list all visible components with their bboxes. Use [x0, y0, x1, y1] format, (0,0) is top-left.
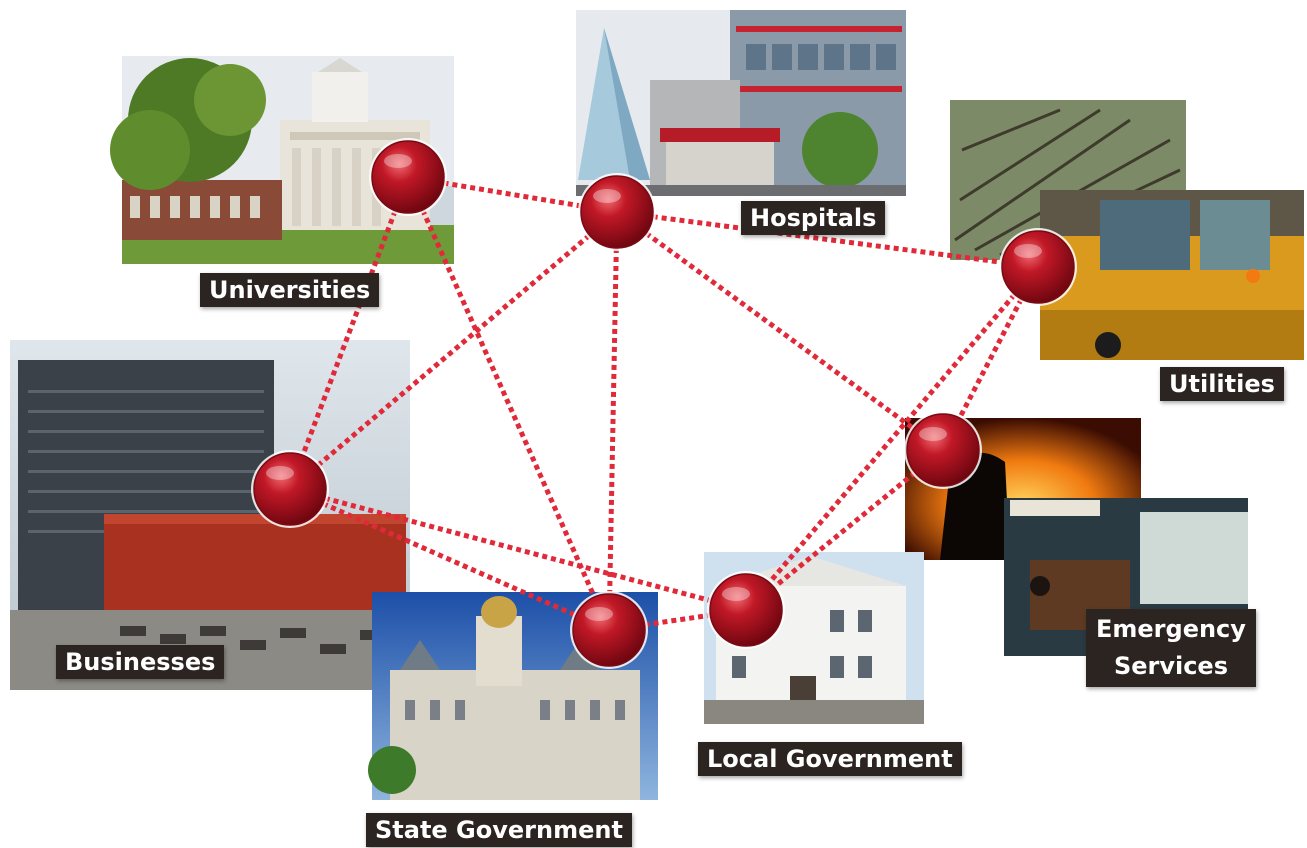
node-highlight: [266, 466, 294, 480]
node-state: [570, 591, 648, 669]
node-highlight: [585, 607, 613, 621]
node-universities: [369, 138, 447, 216]
label-emergency-services: Emergency Services: [1086, 609, 1256, 687]
hospitals-photo: [576, 10, 906, 196]
node-ball: [371, 140, 445, 214]
node-local: [707, 571, 785, 649]
link-emergency-local: [744, 448, 945, 612]
link-universities-state: [405, 175, 612, 632]
node-highlight: [384, 154, 412, 168]
link-businesses-state: [288, 486, 611, 633]
node-markers: [251, 138, 1077, 669]
node-ball: [709, 573, 783, 647]
node-ball: [253, 452, 327, 526]
node-businesses: [251, 450, 329, 528]
label-businesses: Businesses: [56, 645, 225, 679]
node-highlight: [593, 189, 621, 203]
node-ball: [906, 413, 980, 487]
label-utilities: Utilities: [1160, 367, 1284, 401]
link-universities-businesses: [287, 176, 411, 490]
node-highlight: [722, 587, 750, 601]
node-hospitals: [578, 173, 656, 251]
node-utilities: [999, 228, 1077, 306]
label-emergency-line1: Emergency: [1096, 615, 1246, 643]
link-utilities-local: [744, 265, 1040, 612]
utilities-photo: [950, 100, 1304, 360]
link-hospitals-utilities: [616, 209, 1039, 270]
label-state-government: State Government: [366, 813, 632, 847]
link-businesses-local: [289, 486, 747, 613]
node-emergency: [904, 411, 982, 489]
label-local-government: Local Government: [698, 742, 962, 776]
node-ball: [580, 175, 654, 249]
node-highlight: [919, 427, 947, 441]
link-hospitals-emergency: [615, 209, 945, 453]
label-emergency-line2: Services: [1113, 652, 1228, 680]
node-ball: [1001, 230, 1075, 304]
link-hospitals-state: [606, 211, 620, 631]
node-highlight: [1014, 244, 1042, 258]
node-ball: [572, 593, 646, 667]
label-universities: Universities: [200, 273, 380, 307]
label-hospitals: Hospitals: [741, 201, 886, 235]
